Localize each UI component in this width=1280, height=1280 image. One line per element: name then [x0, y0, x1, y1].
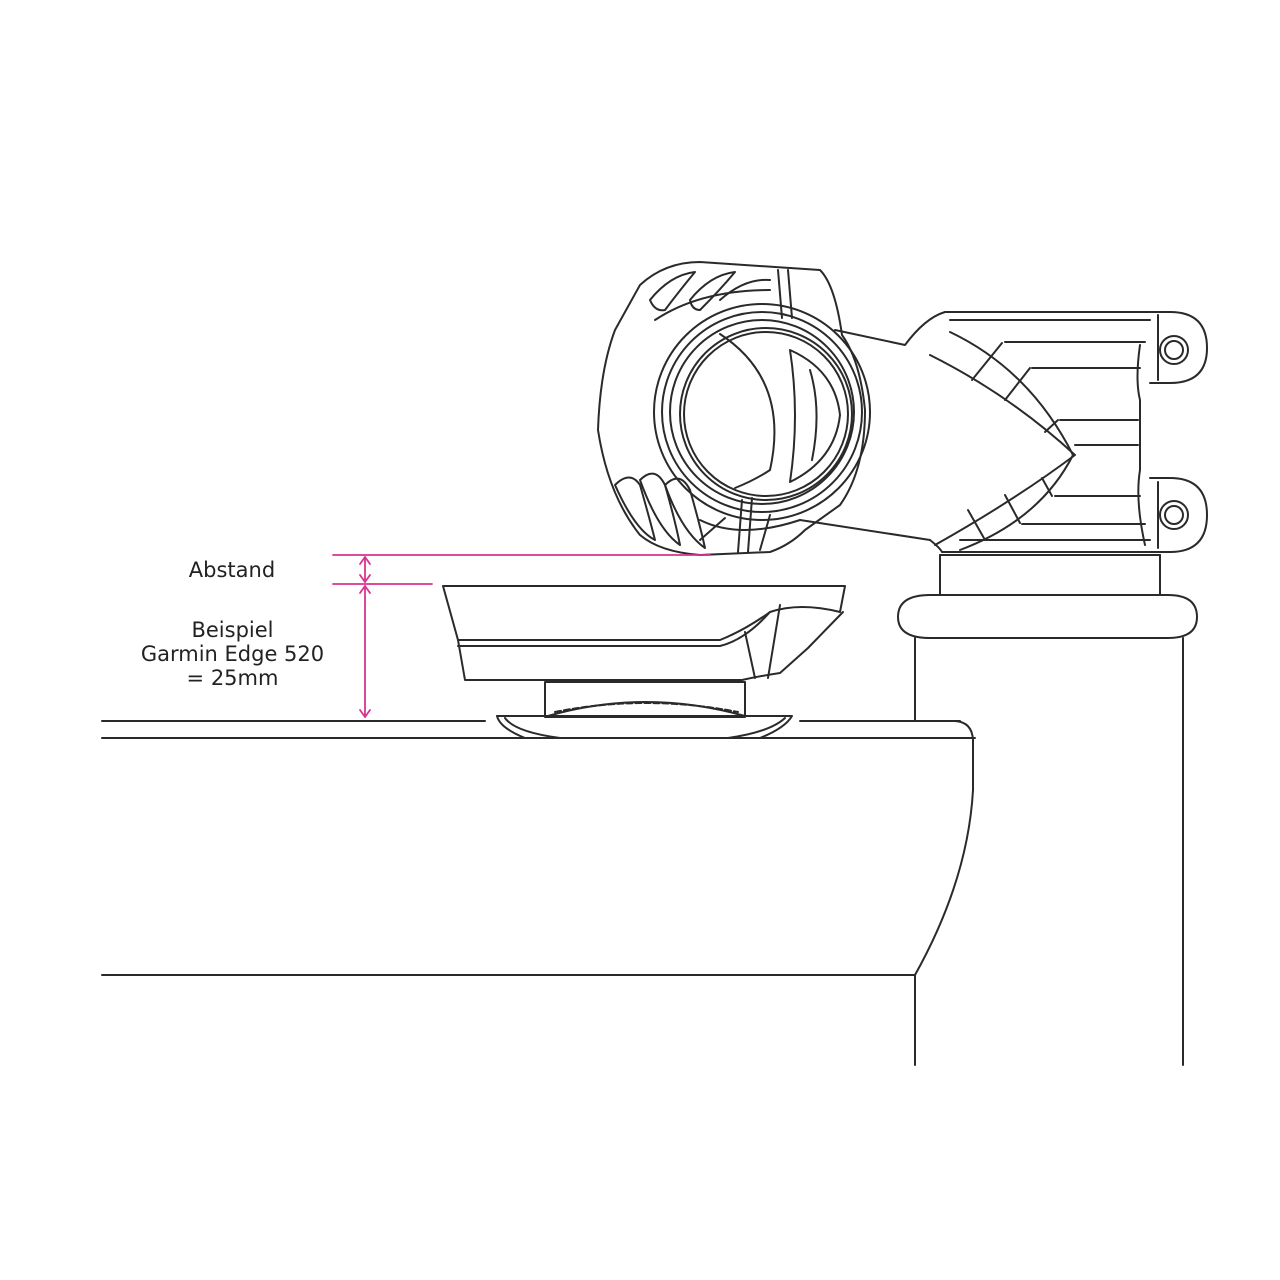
stem-clamp [597, 261, 871, 556]
steerer-tube [897, 554, 1198, 1066]
gap-arrow [359, 556, 371, 583]
stem-body [799, 311, 1208, 553]
example-label-line2: Garmin Edge 520 [140, 642, 325, 666]
gap-label: Abstand [188, 558, 276, 582]
example-label-line1: Beispiel [191, 618, 274, 642]
dimension-lines [332, 554, 711, 718]
handlebar-base [101, 720, 976, 1066]
bike-computer [442, 585, 846, 681]
example-label: Beispiel Garmin Edge 520 = 25mm [120, 618, 345, 690]
computer-mount [496, 681, 793, 739]
height-arrow [359, 585, 371, 718]
example-label-line3: = 25mm [186, 666, 279, 690]
